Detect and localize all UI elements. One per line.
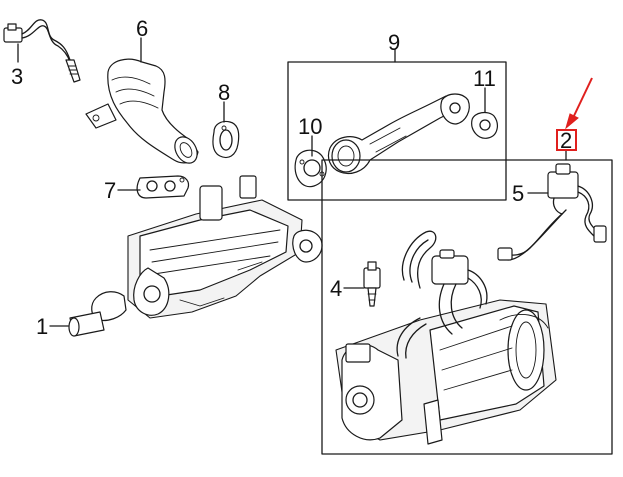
part-4-sensor: [363, 261, 381, 307]
part-6-pipe: [85, 58, 199, 164]
callout-5: 5: [512, 181, 524, 206]
callout-4: 4: [330, 276, 342, 301]
group-box-2: [321, 149, 613, 455]
part-3-sensor: [3, 19, 81, 83]
callout-7: 7: [104, 178, 116, 203]
group-box-9: [287, 49, 507, 201]
callout-8: 8: [218, 80, 230, 105]
part-1-egr-assembly: [68, 175, 323, 337]
part-7-gasket: [136, 175, 190, 199]
part-5-valve: [497, 163, 607, 261]
leader-lines: [17, 37, 549, 327]
part-11-gasket: [471, 111, 498, 139]
part-8-gasket: [212, 120, 240, 159]
red-arrow-icon: [565, 77, 593, 130]
callout-2: 2: [560, 128, 572, 153]
callout-6: 6: [136, 16, 148, 41]
callout-9: 9: [388, 30, 400, 55]
callout-2-highlight: [556, 129, 577, 151]
part-10-flange: [294, 149, 327, 188]
part-9-tube: [327, 93, 470, 175]
callout-10: 10: [298, 114, 322, 139]
callout-1: 1: [36, 314, 48, 339]
callouts: 1 2 3 4 5 6 7 8 9 10 11: [11, 16, 572, 339]
callout-3: 3: [11, 64, 23, 89]
callout-11: 11: [473, 66, 496, 91]
part-2-egr-cooler: [335, 230, 557, 445]
